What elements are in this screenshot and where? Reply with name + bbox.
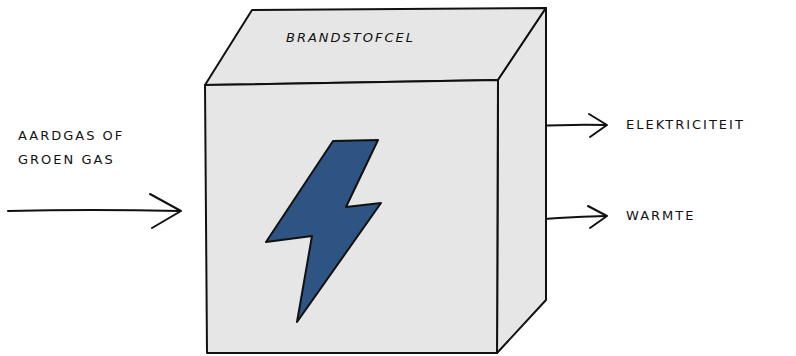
flow-label: ELEKTRICITEIT [626,113,791,137]
flow-label: AARDGAS OF GROEN GAS [18,124,153,172]
cube-outline [196,2,552,356]
lightning-bolt [266,140,381,322]
input-arrow-line [8,210,180,211]
cube-front-face [205,80,498,353]
cube-top-face [205,8,546,85]
output-arrow-head [588,206,607,228]
input-arrow-head [150,194,181,228]
fuel-cell-box: BRANDSTOFCEL [196,2,552,356]
output-arrow-head [589,114,607,137]
flow-label: WARMTE [626,204,791,228]
cube-side-face [497,8,546,353]
node-title: BRANDSTOFCEL [286,30,415,45]
